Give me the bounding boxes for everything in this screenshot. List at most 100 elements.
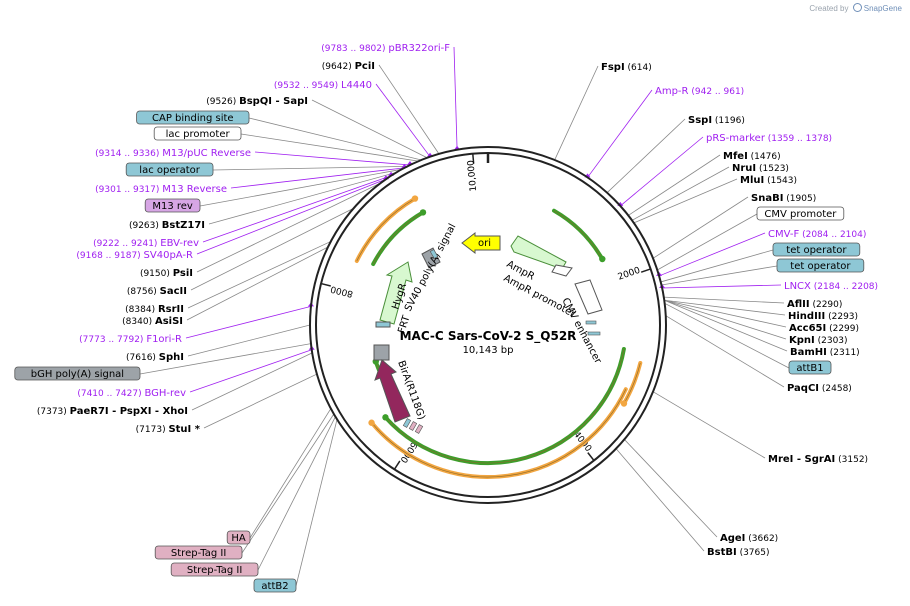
- label-bamhi[interactable]: BamHI (2311): [790, 347, 860, 358]
- label-m13-rev[interactable]: M13 rev: [144, 198, 201, 213]
- label-ha[interactable]: HA: [226, 530, 251, 545]
- label-tet-operator[interactable]: tet operator: [776, 258, 865, 273]
- hygr-feature[interactable]: [379, 261, 413, 325]
- label-ebv-rev[interactable]: (9222 .. 9241) EBV-rev: [93, 238, 199, 249]
- label-cap-binding-site[interactable]: CAP binding site: [136, 110, 250, 125]
- label-name: PaqCI: [787, 383, 819, 394]
- label-name: PciI: [355, 61, 375, 72]
- label-box-text: Strep-Tag II: [171, 548, 226, 559]
- label-mlui[interactable]: MluI (1543): [740, 175, 797, 186]
- label-name: KpnI: [789, 335, 815, 346]
- label-bstbi[interactable]: BstBI (3765): [707, 547, 770, 558]
- plasmid-name: MAC-C Sars-CoV-2 S_Q52R: [400, 329, 577, 344]
- label-position: (1359 .. 1378): [765, 134, 832, 144]
- label-amp-r[interactable]: Amp-R (942 .. 961): [655, 86, 744, 97]
- label-text: CMV-F (2084 .. 2104): [768, 229, 866, 240]
- cmv-enhancer-feature[interactable]: [574, 279, 603, 315]
- label-kpni[interactable]: KpnI (2303): [789, 335, 848, 346]
- ampr-feature[interactable]: [510, 235, 567, 270]
- leader-line: [375, 83, 431, 157]
- leader-line: [664, 302, 790, 369]
- label-position: (8384): [125, 305, 158, 315]
- label-bspqi[interactable]: (9526) BspQI - SapI: [206, 96, 308, 107]
- leader-line: [257, 416, 336, 571]
- bira-feature[interactable]: [374, 359, 411, 423]
- label-cmv-f[interactable]: CMV-F (2084 .. 2104): [768, 229, 866, 240]
- label-name: CMV-F: [768, 229, 799, 240]
- misc-grey-feature[interactable]: [373, 344, 390, 361]
- label-sspi[interactable]: SspI (1196): [688, 115, 745, 126]
- label-rsrii[interactable]: (8384) RsrII: [125, 304, 184, 315]
- label-hindiii[interactable]: HindIII (2293): [788, 311, 858, 322]
- label-text: (7616) SphI: [126, 352, 184, 363]
- label-mfei[interactable]: MfeI (1476): [723, 151, 781, 162]
- label-cmv-promoter[interactable]: CMV promoter: [756, 206, 845, 221]
- label-strep-tag-ii[interactable]: Strep-Tag II: [170, 562, 259, 577]
- frt-feature[interactable]: [375, 321, 391, 328]
- label-tet-operator[interactable]: tet operator: [772, 242, 861, 257]
- tick-label: 10,000: [466, 159, 479, 192]
- label-stui[interactable]: (7173) StuI *: [136, 424, 201, 435]
- label-pbr322ori-f[interactable]: (9783 .. 9802) pBR322ori-F: [321, 43, 450, 54]
- label-bstz17i[interactable]: (9263) BstZ17I: [129, 220, 205, 231]
- ori-feature[interactable]: [461, 231, 501, 255]
- label-bgh-rev[interactable]: (7410 .. 7427) BGH-rev: [77, 388, 186, 399]
- label-m13-reverse[interactable]: (9301 .. 9317) M13 Reverse: [95, 184, 227, 195]
- label-paer7i[interactable]: (7373) PaeR7I - PspXI - XhoI: [37, 406, 188, 417]
- label-name: L4440: [341, 80, 372, 91]
- label-f1ori-r[interactable]: (7773 .. 7792) F1ori-R: [79, 334, 182, 345]
- label-attb1[interactable]: attB1: [788, 360, 832, 375]
- label-position: (2293): [825, 312, 858, 322]
- label-m13-puc-reverse[interactable]: (9314 .. 9336) M13/pUC Reverse: [95, 148, 251, 159]
- snapgene-credit: Created by SnapGene: [809, 3, 902, 13]
- label-bgh-poly-a-signal[interactable]: bGH poly(A) signal: [14, 366, 141, 381]
- label-box-text: tet operator: [786, 245, 847, 256]
- label-text: (7773 .. 7792) F1ori-R: [79, 334, 182, 345]
- leader-line: [295, 419, 338, 587]
- leader-line: [196, 182, 382, 273]
- label-name: LNCX: [784, 281, 811, 292]
- label-sacii[interactable]: (8756) SacII: [127, 286, 187, 297]
- label-pcii[interactable]: (9642) PciI: [322, 61, 375, 72]
- label-name: BamHI: [790, 347, 827, 358]
- label-paqci[interactable]: PaqCI (2458): [787, 383, 852, 394]
- label-aflii[interactable]: AflII (2290): [787, 299, 842, 310]
- label-lac-operator[interactable]: lac operator: [125, 162, 214, 177]
- label-text: (8340) AsiSI: [122, 316, 183, 327]
- label-snabi[interactable]: SnaBI (1905): [751, 193, 816, 204]
- label-position: (1543): [764, 176, 797, 186]
- label-l4440[interactable]: (9532 .. 9549) L4440: [274, 80, 372, 91]
- label-psii[interactable]: (9150) PsiI: [140, 268, 193, 279]
- label-sv40pa-r[interactable]: (9168 .. 9187) SV40pA-R: [76, 250, 193, 261]
- label-agei[interactable]: AgeI (3662): [720, 533, 778, 544]
- ampr-promoter-feature[interactable]: [551, 264, 573, 277]
- label-lac-promoter[interactable]: lac promoter: [153, 126, 242, 141]
- orf-arc-small-right-head: [620, 400, 628, 407]
- label-sphi[interactable]: (7616) SphI: [126, 352, 184, 363]
- label-position: (1196): [712, 116, 745, 126]
- label-mrei[interactable]: MreI - SgrAI (3152): [768, 454, 868, 465]
- label-lncx[interactable]: LNCX (2184 .. 2208): [784, 281, 878, 292]
- label-position: (7373): [37, 407, 70, 417]
- label-name: M13/pUC Reverse: [162, 148, 251, 159]
- leader-line: [241, 413, 335, 554]
- label-name: F1ori-R: [146, 334, 182, 345]
- label-position: (614): [625, 63, 652, 73]
- label-box-text: attB1: [796, 363, 823, 374]
- label-position: (3765): [737, 548, 770, 558]
- label-text: (9526) BspQI - SapI: [206, 96, 308, 107]
- label-box-text: Strep-Tag II: [187, 565, 242, 576]
- orf-arcs: [354, 195, 643, 479]
- label-attb2[interactable]: attB2: [253, 578, 297, 593]
- label-text: SspI (1196): [688, 115, 745, 126]
- orf-arc-large-outer-head: [368, 419, 375, 426]
- label-text: BstBI (3765): [707, 547, 770, 558]
- label-nrui[interactable]: NruI (1523): [732, 163, 789, 174]
- label-prs-marker[interactable]: pRS-marker (1359 .. 1378): [706, 133, 832, 144]
- label-strep-tag-ii[interactable]: Strep-Tag II: [154, 545, 243, 560]
- label-acc65i[interactable]: Acc65I (2299): [789, 323, 859, 334]
- label-asisi[interactable]: (8340) AsiSI: [122, 316, 183, 327]
- label-box: [788, 360, 832, 375]
- label-fspi[interactable]: FspI (614): [601, 62, 652, 73]
